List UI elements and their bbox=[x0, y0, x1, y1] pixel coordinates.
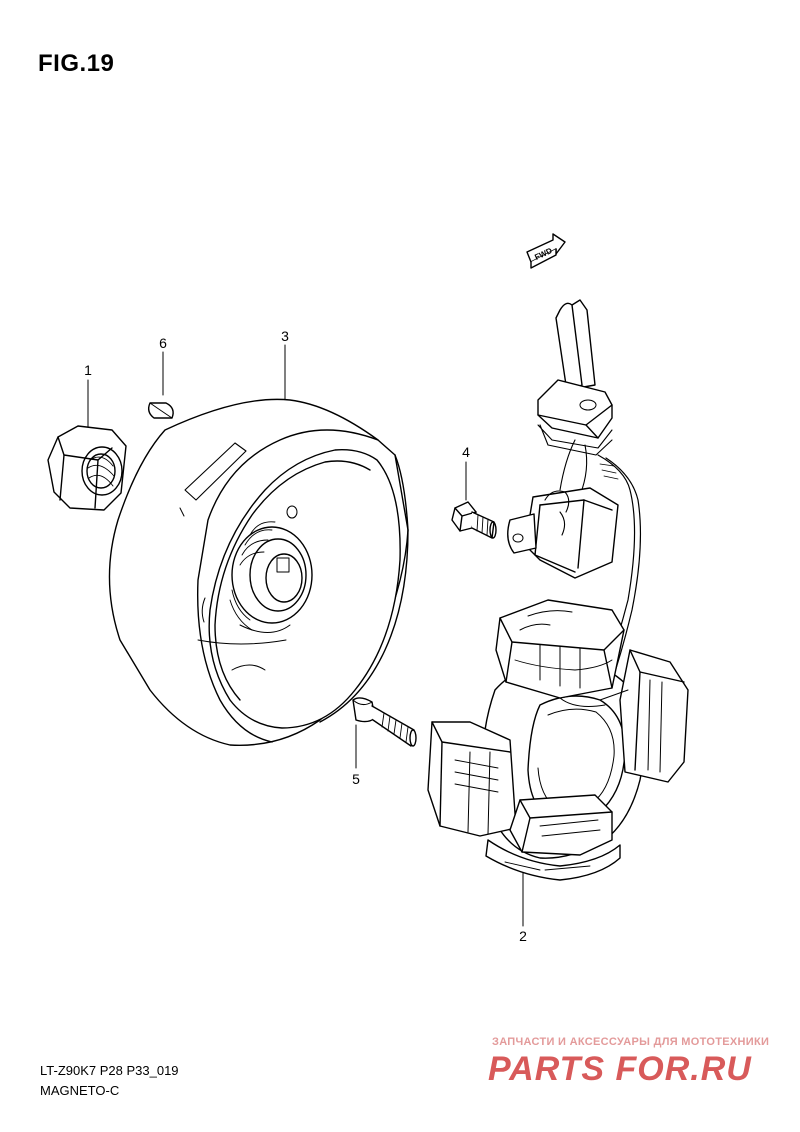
section-name: MAGNETO-C bbox=[40, 1083, 120, 1098]
callout-3: 3 bbox=[281, 328, 289, 344]
nut-part bbox=[47, 425, 127, 511]
figure-title: FIG.19 bbox=[38, 50, 115, 77]
screw-part bbox=[451, 501, 497, 539]
callout-6: 6 bbox=[159, 335, 167, 351]
callout-5: 5 bbox=[352, 771, 360, 787]
watermark-logo: PARTS FOR.RU bbox=[488, 1050, 752, 1088]
callout-1: 1 bbox=[84, 362, 92, 378]
pickup-coil-part bbox=[507, 299, 642, 721]
watermark-tagline: ЗАПЧАСТИ И АКСЕССУАРЫ ДЛЯ МОТОТЕХНИКИ bbox=[492, 1036, 770, 1048]
stator-part bbox=[427, 599, 689, 881]
fwd-arrow-icon: FWD bbox=[526, 233, 566, 269]
callout-2: 2 bbox=[519, 928, 527, 944]
bolt-part bbox=[352, 697, 417, 747]
model-code: LT-Z90K7 P28 P33_019 bbox=[40, 1063, 179, 1078]
key-part bbox=[147, 402, 174, 419]
callout-4: 4 bbox=[462, 444, 470, 460]
flywheel-rotor-part bbox=[108, 398, 409, 746]
leader-lines bbox=[87, 344, 524, 927]
